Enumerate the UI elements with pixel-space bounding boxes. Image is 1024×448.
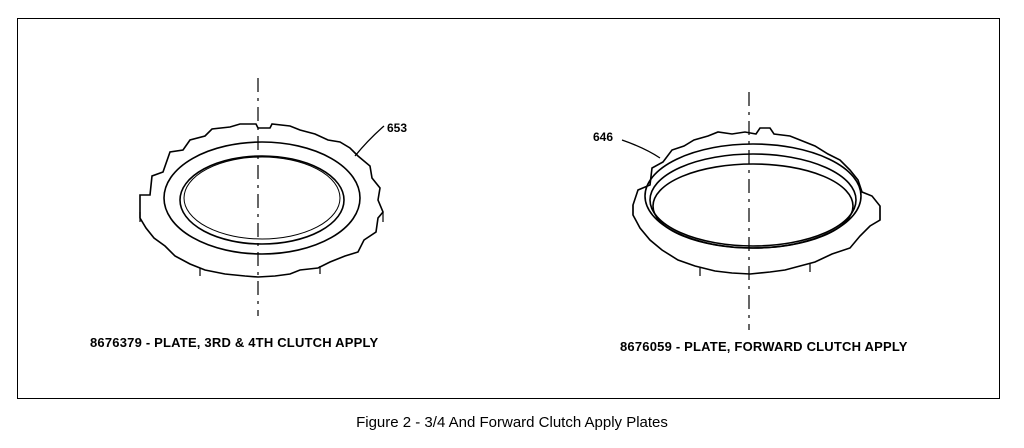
right-plate-bore [652,163,854,249]
callout-646: 646 [593,130,614,144]
left-plate-face [163,141,361,255]
right-plate-outer-rim [632,127,881,275]
figure-frame [17,18,1000,399]
part-label-left: 8676379 - PLATE, 3RD & 4TH CLUTCH APPLY [90,335,379,350]
leader-646 [621,139,661,159]
right-plate-lip [644,143,862,249]
figure-caption: Figure 2 - 3/4 And Forward Clutch Apply … [356,414,668,431]
left-plate-outer-rim [139,123,384,278]
part-label-right: 8676059 - PLATE, FORWARD CLUTCH APPLY [620,339,908,354]
left-plate-bore [179,155,345,245]
callout-653: 653 [387,121,408,135]
leader-653 [354,125,385,157]
plate-forward-clutch-apply [632,92,881,330]
plate-3rd-4th-clutch-apply [139,78,384,316]
